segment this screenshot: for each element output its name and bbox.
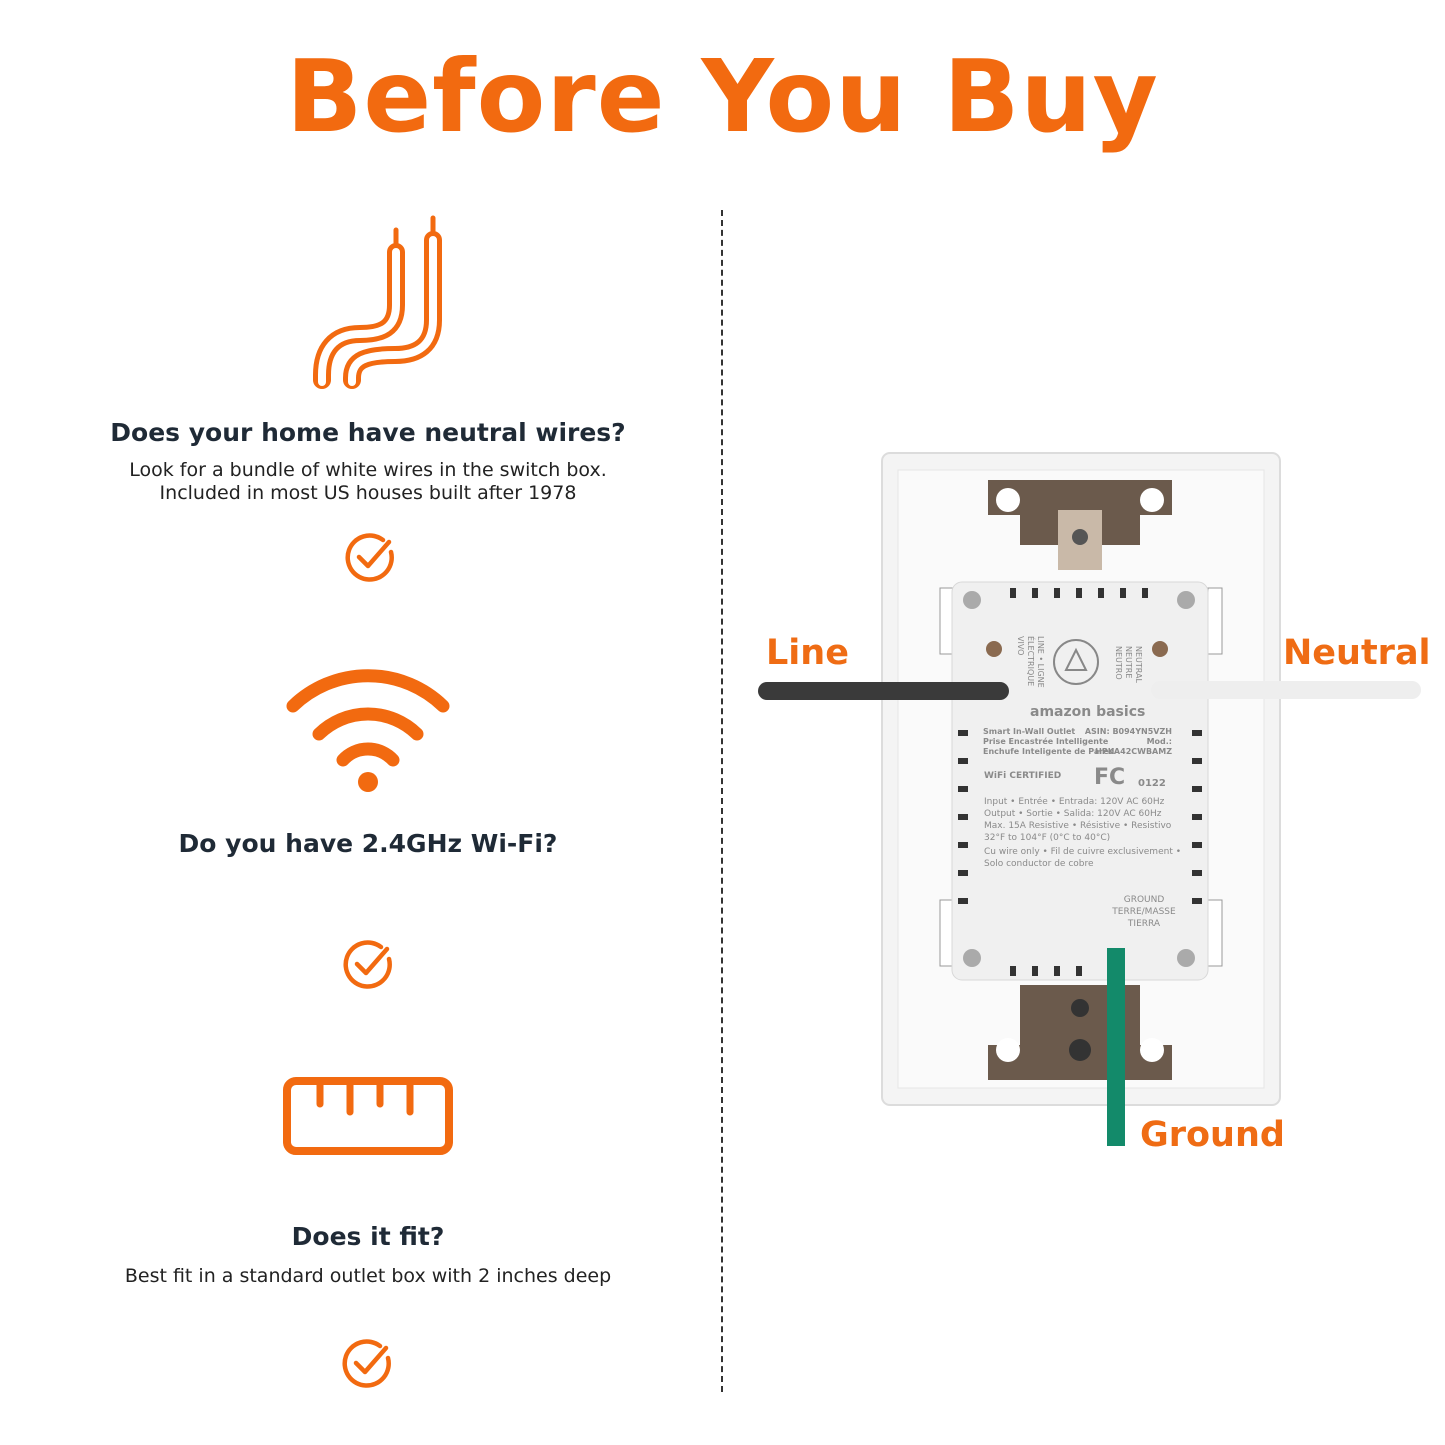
description-line: Included in most US houses built after 1… xyxy=(159,482,577,504)
check-circle-icon xyxy=(343,940,392,989)
page-title: Before You Buy xyxy=(286,38,1159,155)
wires-icon xyxy=(313,215,442,389)
device-text: TERRE/MASSE xyxy=(1111,907,1176,917)
ruler-icon xyxy=(283,1077,453,1155)
device-text: Mod.: xyxy=(1147,737,1172,746)
device-text: Input • Entrée • Entrada: 120V AC 60Hz xyxy=(984,796,1165,807)
device-text: 0122 xyxy=(1138,778,1166,789)
device-text: Cu wire only • Fil de cuivre exclusiveme… xyxy=(984,847,1181,857)
check-circle-icon xyxy=(345,533,394,582)
device-text: NEUTRAL xyxy=(1134,646,1143,683)
description-neutral-wires: Look for a bundle of white wires in the … xyxy=(40,459,696,505)
device-text: ASIN: B094YN5VZH xyxy=(1085,727,1172,736)
outlet-wiring-diagram: amazon basics Smart In-Wall Outlet Prise… xyxy=(758,452,1421,1146)
device-text: LINE • LIGNE xyxy=(1036,636,1045,688)
device-text: VIVO xyxy=(1016,636,1025,655)
wifi-icon xyxy=(286,669,450,792)
ground-label: Ground xyxy=(1140,1115,1285,1155)
wifi-certified-logo: WiFi CERTIFIED xyxy=(984,771,1061,781)
device-text: TIERRA xyxy=(1127,919,1161,929)
device-text: Max. 15A Resistive • Résistive • Resisti… xyxy=(984,820,1172,831)
description-line: Best fit in a standard outlet box with 2… xyxy=(124,1265,612,1287)
bottom-mounting-bracket xyxy=(988,985,1172,1080)
column-divider xyxy=(721,210,723,1392)
question-wifi: Do you have 2.4GHz Wi-Fi? xyxy=(178,829,558,858)
device-text: Solo conductor de cobre xyxy=(984,859,1094,869)
question-fit: Does it fit? xyxy=(291,1222,445,1251)
device-text: 32°F to 104°F (0°C to 40°C) xyxy=(984,833,1110,843)
device-text: Enchufe Inteligente de Pared xyxy=(983,747,1115,756)
description-fit: Best fit in a standard outlet box with 2… xyxy=(40,1265,696,1288)
fcc-logo: FC xyxy=(1094,765,1125,790)
device-text: NEUTRE xyxy=(1124,646,1133,678)
question-neutral-wires: Does your home have neutral wires? xyxy=(110,418,626,447)
device-text: NEUTRO xyxy=(1114,646,1123,680)
device-brand-logo: amazon basics xyxy=(1030,704,1145,720)
device-text: Output • Sortie • Salida: 120V AC 60Hz xyxy=(984,809,1162,819)
description-line: Look for a bundle of white wires in the … xyxy=(129,459,607,481)
device-text: Prise Encastrée Intelligente xyxy=(983,736,1109,746)
device-text: Smart In-Wall Outlet xyxy=(983,727,1075,736)
line-label: Line xyxy=(766,633,849,673)
device-text: HPKA42CWBAMZ xyxy=(1095,747,1172,756)
device-text: ÉLECTRIQUE xyxy=(1026,636,1037,686)
neutral-label: Neutral xyxy=(1283,633,1431,673)
device-text: GROUND xyxy=(1124,895,1165,905)
check-circle-icon xyxy=(342,1339,391,1388)
smart-outlet-body xyxy=(951,581,1209,981)
